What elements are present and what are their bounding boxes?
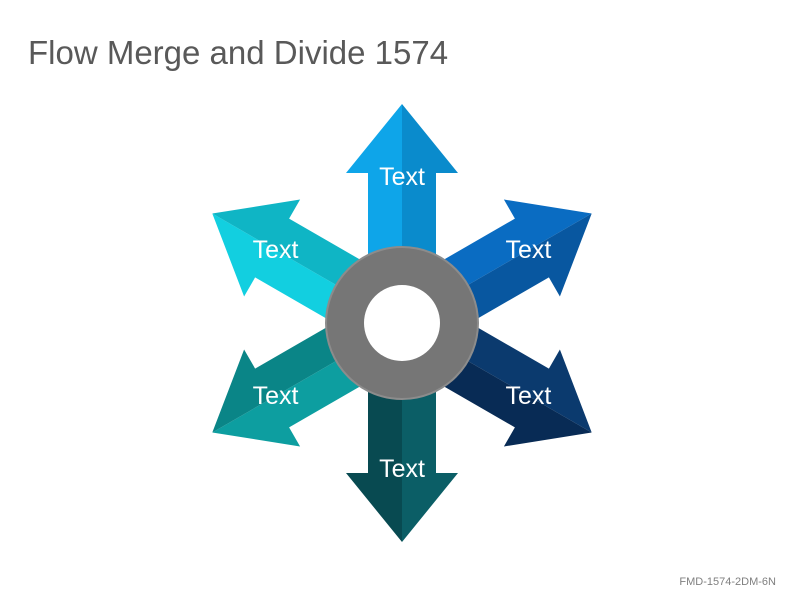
footer-code: FMD-1574-2DM-6N [679,576,776,588]
hub-hole [364,285,440,361]
arrow-label-upper-left: Text [253,236,299,264]
arrow-label-lower-right: Text [505,382,551,410]
arrow-label-upper-right: Text [505,236,551,264]
hub [325,246,479,400]
page-title: Flow Merge and Divide 1574 [28,34,449,71]
arrow-label-bottom: Text [379,455,425,483]
arrow-label-top: Text [379,163,425,191]
arrow-label-lower-left: Text [253,382,299,410]
